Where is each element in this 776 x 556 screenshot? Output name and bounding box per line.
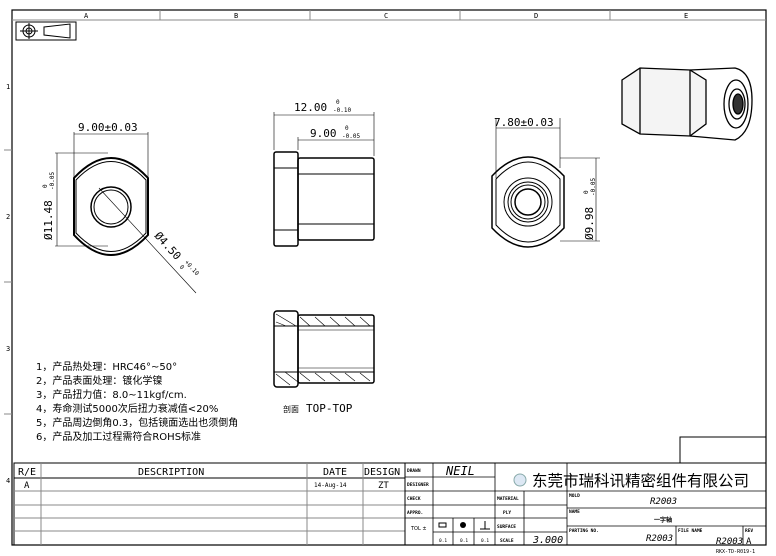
tol-value: 0.1 — [460, 538, 468, 544]
tolerance-lower: -0.10 — [333, 107, 351, 114]
design-cell: ZT — [378, 481, 389, 491]
tol-label: TOL ± — [410, 526, 427, 532]
note-item: 6，产品及加工过程需符合ROHS标准 — [36, 430, 201, 443]
company-logo-icon — [513, 473, 527, 487]
side-body-dimension: 9.00 0 -0.05 — [310, 125, 360, 140]
rear-width-dimension: 7.80±0.03 — [494, 116, 554, 129]
name-value: 一字轴 — [654, 516, 672, 524]
notes: 1，产品热处理：HRC46°~50° 2，产品表面处理：镀化学镍 3，产品扭力值… — [36, 360, 238, 443]
tol-value: 0.1 — [481, 538, 489, 544]
side-length-dimension: 12.00 0 -0.10 — [294, 99, 351, 114]
tolerance-upper: 0 — [42, 184, 49, 188]
rear-diameter-dimension: Ø9.98 0 -0.05 — [583, 178, 597, 240]
bore-diameter-value: Ø4.50 — [152, 229, 184, 262]
tolerance-upper: 0 — [583, 190, 590, 194]
mold-label: MOLD — [569, 493, 580, 499]
side-body-value: 9.00 — [310, 127, 337, 140]
note-item: 4，寿命测试5000次后扭力衰减值<20% — [36, 402, 218, 415]
header-description: DESCRIPTION — [138, 467, 204, 478]
rear-view — [491, 118, 600, 248]
rev-cell: A — [24, 481, 30, 491]
appro-label: APPRO. — [407, 510, 423, 516]
row-label: 3 — [6, 345, 10, 353]
header-re: R/E — [18, 467, 36, 478]
column-label: D — [534, 12, 538, 20]
section-view — [273, 310, 375, 388]
row-label: 2 — [6, 213, 10, 221]
row-label: 4 — [6, 477, 10, 485]
file-name-value: R2003 — [716, 537, 743, 547]
mold-value: R2003 — [650, 497, 677, 507]
form-code: RKX-TD-R019-1 — [716, 549, 755, 555]
tolerance-upper: 0 — [336, 99, 340, 106]
tolerance-lower: 0 — [178, 264, 186, 272]
date-cell: 14-Aug-14 — [314, 482, 347, 489]
tolerance-upper: 0 — [345, 125, 349, 132]
column-label: B — [234, 12, 238, 20]
parting-label: PARTING NO. — [569, 528, 599, 534]
title-block: DRAWN NEIL DESIGNER CHECK APPRO. TOL ± 0… — [404, 462, 767, 547]
scale-value: 3.000 — [532, 535, 563, 546]
column-label: C — [384, 12, 388, 20]
check-label: CHECK — [407, 496, 421, 502]
tolerance-lower: -0.05 — [590, 178, 597, 196]
note-item: 2，产品表面处理：镀化学镍 — [36, 374, 162, 387]
parting-value: R2003 — [646, 534, 673, 544]
tolerance-upper: +0.10 — [183, 259, 201, 277]
front-view — [55, 132, 197, 294]
tol-value: 0.1 — [439, 538, 447, 544]
name-label: NAME — [569, 509, 580, 515]
ply-label: PLY — [503, 510, 511, 516]
front-diameter-value: Ø11.48 — [42, 200, 55, 240]
rev-value: A — [746, 537, 752, 547]
surface-label: SURFACE — [497, 524, 516, 530]
note-item: 3，产品扭力值：8.0~11kgf/cm. — [36, 388, 187, 401]
front-diameter-dimension: Ø11.48 0 -0.05 — [42, 172, 56, 240]
file-name-label: FILE NAME — [678, 528, 703, 534]
material-label: MATERIAL — [497, 496, 519, 502]
perpendicularity-icon — [480, 521, 490, 530]
section-label: TOP-TOP — [306, 402, 353, 415]
concentricity-icon — [460, 522, 466, 528]
drawn-label: DRAWN — [407, 468, 421, 474]
drawn-value: NEIL — [445, 464, 475, 478]
zone-ticks — [4, 10, 611, 415]
column-label: E — [684, 12, 688, 20]
front-width-dimension: 9.00±0.03 — [78, 121, 138, 134]
empty-stamp-box — [679, 436, 767, 464]
projection-symbol-icon — [15, 21, 77, 41]
side-view — [273, 112, 375, 247]
header-design: DESIGN — [364, 467, 400, 478]
tolerance-lower: -0.05 — [342, 133, 360, 140]
rear-diameter-value: Ø9.98 — [583, 207, 596, 240]
row-label: 1 — [6, 83, 10, 91]
flatness-icon — [438, 522, 447, 528]
bore-diameter-dimension: Ø4.50 +0.10 0 — [152, 229, 201, 277]
tolerance-lower: -0.05 — [49, 172, 56, 190]
designer-label: DESIGNER — [407, 482, 429, 488]
side-length-value: 12.00 — [294, 101, 327, 114]
header-date: DATE — [323, 467, 347, 478]
revision-table: R/E DESCRIPTION DATE DESIGN A 14-Aug-14 … — [13, 462, 406, 546]
isometric-view — [621, 67, 753, 141]
note-item: 5，产品周边倒角0.3，包括镜面选出也须倒角 — [36, 416, 238, 429]
scale-label: SCALE — [500, 538, 514, 544]
rev-label: REV — [745, 528, 753, 534]
section-prefix: 剖面 — [283, 404, 299, 414]
note-item: 1，产品热处理：HRC46°~50° — [36, 360, 177, 373]
company-name: 东莞市瑞科讯精密组件有限公司 — [532, 472, 749, 490]
column-label: A — [84, 12, 89, 20]
